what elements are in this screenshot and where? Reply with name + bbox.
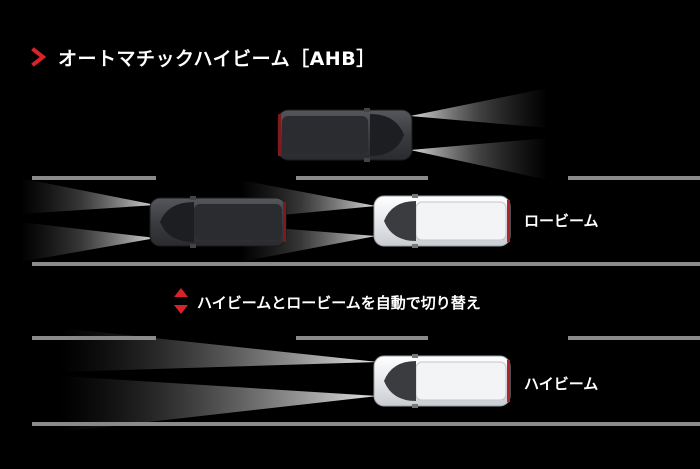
road-edge <box>32 422 700 426</box>
dark-car-middle <box>149 196 287 248</box>
page-title: オートマチックハイビーム［AHB］ <box>58 48 376 70</box>
oncoming-mid-beams <box>20 178 156 262</box>
road-dash <box>296 176 428 180</box>
road-edge <box>32 262 700 266</box>
dark-car-top <box>277 108 413 162</box>
upper-road-lines <box>32 176 700 266</box>
low-beam-label: ロービーム <box>524 212 599 230</box>
road-dash <box>568 176 700 180</box>
up-down-arrows-icon <box>174 288 188 314</box>
white-car-low-beam <box>373 194 511 248</box>
road-dash <box>32 176 156 180</box>
road-dash <box>296 336 428 340</box>
road-dash <box>568 336 700 340</box>
high-beam-label: ハイビーム <box>524 375 599 393</box>
beam <box>20 222 156 262</box>
beam <box>410 88 548 128</box>
chevron-right-icon <box>31 47 47 67</box>
beam <box>20 178 156 214</box>
switch-description: ハイビームとロービームを自動で切り替え <box>197 294 481 312</box>
beam <box>60 376 378 432</box>
high-beam-light <box>60 328 378 432</box>
oncoming-top-beams <box>410 88 548 180</box>
beam <box>410 138 548 180</box>
beam <box>60 328 378 372</box>
white-car-high-beam <box>373 354 511 408</box>
